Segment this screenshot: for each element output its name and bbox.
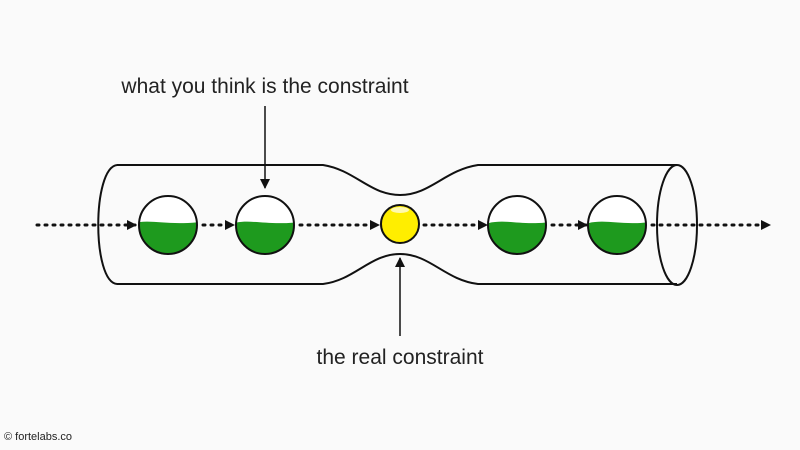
bottleneck-station xyxy=(380,204,420,244)
station-1 xyxy=(138,195,198,255)
station-2 xyxy=(235,195,295,255)
station-4 xyxy=(487,195,547,255)
pipe-outline xyxy=(97,164,677,285)
real-constraint-label: the real constraint xyxy=(316,346,484,369)
copyright-credit: © fortelabs.co xyxy=(4,431,73,443)
station-5 xyxy=(587,195,647,255)
perceived-constraint-label: what you think is the constraint xyxy=(121,75,409,98)
pipe-opening xyxy=(656,164,698,286)
